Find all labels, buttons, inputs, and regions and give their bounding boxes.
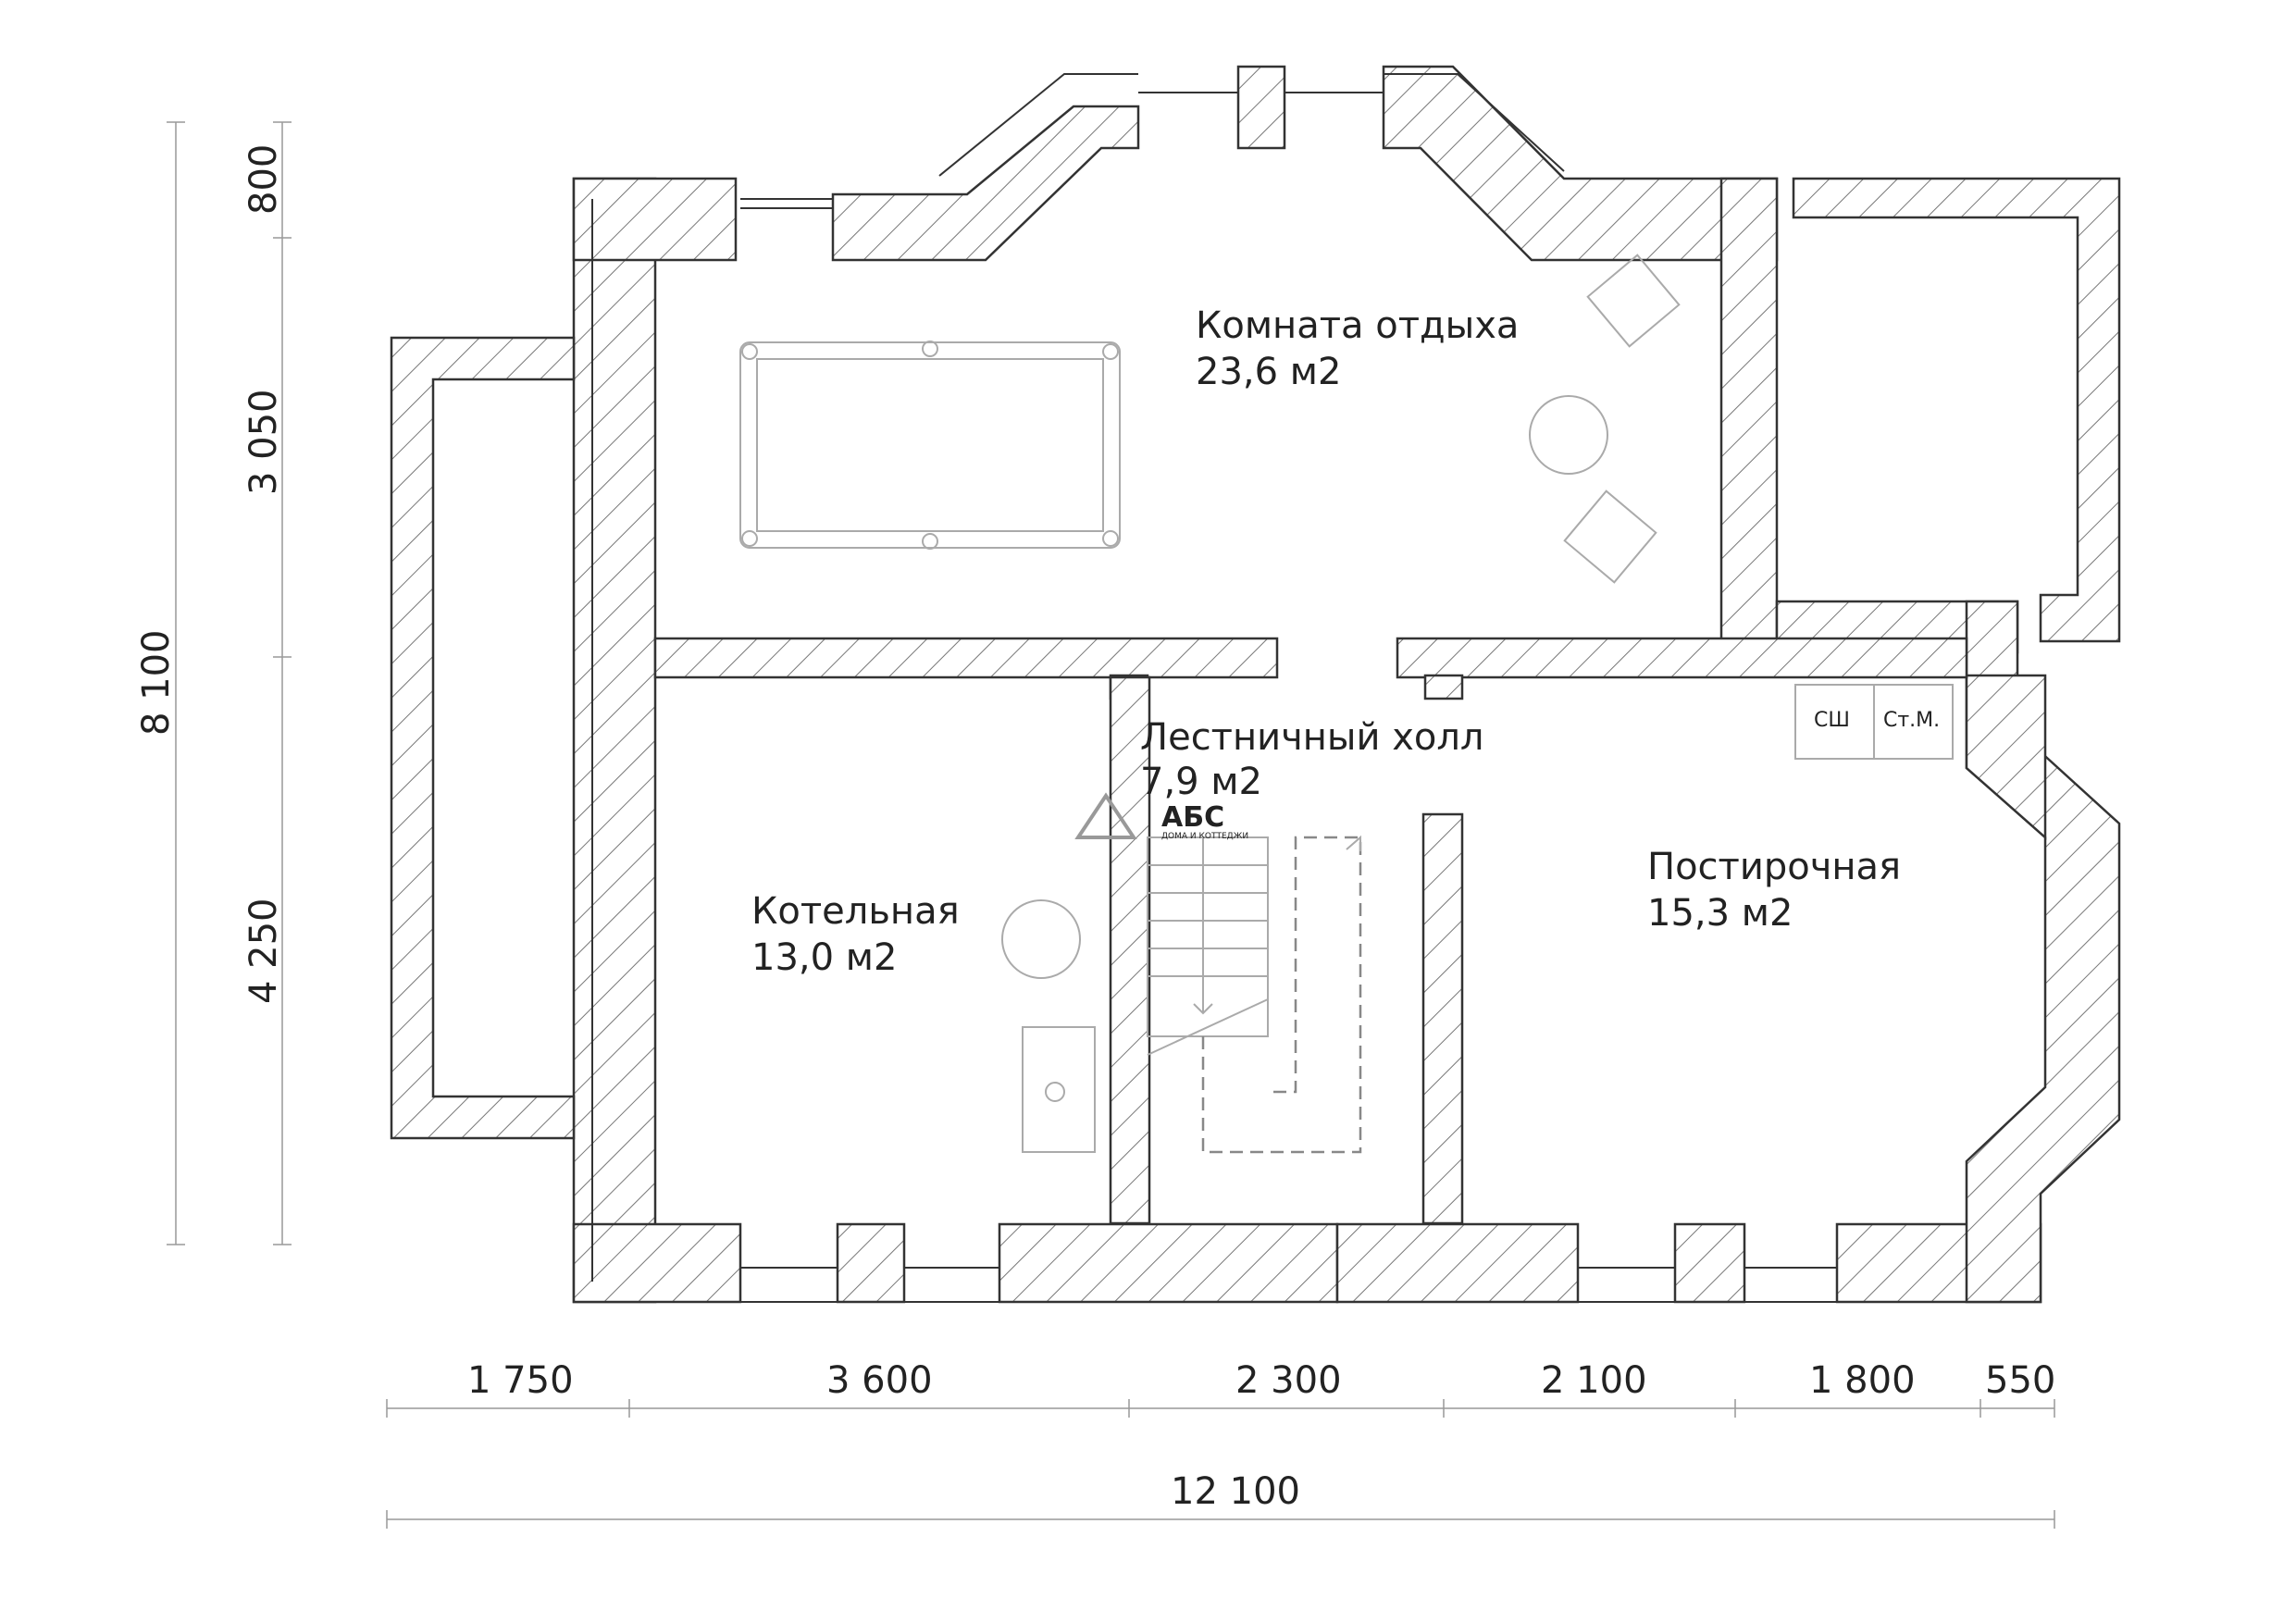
dim-left-3: 4 250 [242, 898, 285, 1004]
outer-contour [573, 73, 2041, 1303]
dim-left-1: 800 [242, 144, 285, 215]
washer-label: Ст.М. [1883, 709, 1940, 732]
left-dimensions: 800 3 050 4 250 8 100 [135, 121, 292, 1245]
room-name-boiler: Котельная [751, 890, 960, 933]
logo-mark-icon [1074, 792, 1137, 839]
room-name-lounge: Комната отдыха [1196, 304, 1519, 347]
dim-bottom-4: 2 100 [1541, 1359, 1647, 1402]
exterior-walls [572, 65, 2121, 1304]
dim-bottom-5: 1 800 [1809, 1359, 1916, 1402]
annex-right [1792, 177, 2121, 643]
billiard-table [739, 341, 1121, 550]
room-area-stair-hall: 7,9 м2 [1140, 761, 1262, 803]
dim-bottom-3: 2 300 [1235, 1359, 1342, 1402]
room-area-laundry: 15,3 м2 [1647, 892, 1793, 935]
lounge-furniture [1529, 254, 1681, 584]
windows [740, 92, 1837, 1269]
room-name-stair-hall: Лестничный холл [1140, 716, 1483, 759]
dim-total-width: 12 100 [1171, 1470, 1300, 1513]
logo-subtitle: ДОМА И КОТТЕДЖИ [1161, 832, 1248, 841]
dim-total-height: 8 100 [135, 629, 178, 736]
room-area-boiler: 13,0 м2 [751, 936, 897, 979]
boiler [1001, 899, 1096, 1153]
terrace-left [390, 336, 576, 1140]
interior-walls [653, 637, 1968, 1225]
room-area-lounge: 23,6 м2 [1196, 351, 1341, 393]
staircase [1147, 835, 1362, 1154]
dim-left-2: 3 050 [242, 389, 285, 495]
abs-logo: АБС ДОМА И КОТТЕДЖИ [1074, 792, 1248, 841]
logo-text: АБС [1161, 801, 1224, 834]
dim-bottom-1: 1 750 [467, 1359, 574, 1402]
room-name-laundry: Постирочная [1647, 846, 1901, 888]
dim-bottom-6: 550 [1985, 1359, 2055, 1402]
dim-bottom-2: 3 600 [826, 1359, 933, 1402]
bottom-dimensions: 1 750 3 600 2 300 2 100 1 800 550 12 100 [386, 1359, 2055, 1529]
laundry-appliances [1794, 684, 1954, 760]
dryer-label: СШ [1814, 709, 1850, 732]
